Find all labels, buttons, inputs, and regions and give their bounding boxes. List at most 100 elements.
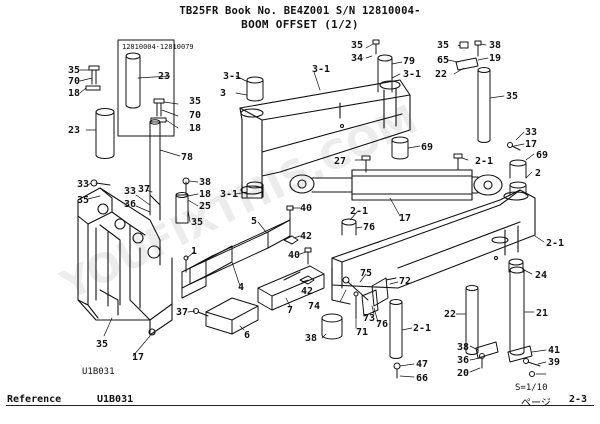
callout-2: 2-1 xyxy=(546,238,564,249)
callout-35: 33 xyxy=(525,127,537,138)
callout-73: 76 xyxy=(376,319,388,330)
callout-3-1: 3 xyxy=(220,88,226,99)
scale-note: S=1/10 xyxy=(515,383,548,393)
callout-76: 71 xyxy=(356,327,368,338)
nut-42-upper xyxy=(283,235,299,245)
callout-17: 69 xyxy=(536,150,548,161)
callout-65: 19 xyxy=(489,53,501,64)
callout-36: 20 xyxy=(457,368,469,379)
bolt-34-top xyxy=(372,39,380,55)
part-7-bar xyxy=(257,265,325,311)
part-3-1-bushing-bottom xyxy=(246,181,264,198)
callout-66: 35 xyxy=(437,40,449,51)
part-1-bracket xyxy=(77,187,173,336)
part-17-bushing-right xyxy=(509,159,527,179)
part-2-boom xyxy=(331,189,536,305)
callout-2-1: 38 xyxy=(305,333,317,344)
part-23-pin-inset xyxy=(125,52,141,109)
callout-71: 2-1 xyxy=(413,323,431,334)
callout-35: 33 xyxy=(124,186,136,197)
callout-34: 34 xyxy=(351,53,363,64)
callout-25: 35 xyxy=(191,217,203,228)
page-number: 2-3 xyxy=(569,394,588,405)
header-section-title: BOOM OFFSET (1/2) xyxy=(241,18,359,31)
callout-17: 2-1 xyxy=(350,206,368,217)
callout-36: 38 xyxy=(199,177,211,188)
callout-4: 4 xyxy=(238,282,244,293)
callout-35: 37 xyxy=(138,184,150,195)
callout-18: 18 xyxy=(189,123,201,134)
callout-40: 40 xyxy=(300,203,312,214)
bolt-38-47-lower xyxy=(393,362,401,379)
callout-27: 17 xyxy=(399,213,411,224)
part-6-bracket xyxy=(205,297,259,335)
bolt-33-right xyxy=(507,142,521,151)
bolt-37-upper xyxy=(183,255,189,273)
bolt-69-left xyxy=(361,155,371,173)
callout-75: 72 xyxy=(399,276,411,287)
callout-19: 22 xyxy=(435,69,447,80)
callout-3-1: 3-1 xyxy=(403,69,421,80)
callout-18: 18 xyxy=(68,88,80,99)
bolt-40-lower xyxy=(304,247,312,265)
callout-38: 36 xyxy=(457,355,469,366)
callout-33: 35 xyxy=(77,195,89,206)
callout-76: 75 xyxy=(360,268,372,279)
callout-40: 40 xyxy=(288,250,300,261)
callout-42: 42 xyxy=(301,286,313,297)
callout-69: 2-1 xyxy=(475,156,493,167)
callout-24: 22 xyxy=(444,309,456,320)
header-model-line: TB25FR Book No. BE4Z001 S/N 12810004- xyxy=(179,5,421,17)
plate-20-21 xyxy=(475,341,533,363)
callout-21: 38 xyxy=(457,342,469,353)
bolt-66-65 xyxy=(455,40,482,71)
callout-79: 79 xyxy=(403,56,415,67)
callout-41: 39 xyxy=(548,357,560,368)
part-27-cylinder xyxy=(289,169,503,201)
bolt-38-36-right xyxy=(479,353,485,369)
part-23-pin-left xyxy=(95,108,115,159)
part-24-pin xyxy=(465,285,479,355)
bolt-69-right xyxy=(453,153,463,171)
callout-3: 3-1 xyxy=(312,64,330,75)
inset-serial-range: 12810004-12810079 xyxy=(122,43,194,51)
part-2-1-bushing-front xyxy=(321,313,343,340)
callout-35: 35 xyxy=(68,65,80,76)
part-22-pin-top xyxy=(477,67,491,143)
callout-23: 23 xyxy=(158,71,170,82)
callout-3-1: 69 xyxy=(421,142,433,153)
callout-38: 18 xyxy=(199,189,211,200)
footer-rule xyxy=(6,405,594,406)
bolt-70-left xyxy=(85,65,101,91)
callout-74: 73 xyxy=(363,313,375,324)
callout-2-1: 76 xyxy=(363,222,375,233)
part-72-pin xyxy=(342,276,369,301)
callout-35: 17 xyxy=(132,352,144,363)
callout-72: 74 xyxy=(308,301,320,312)
callout-70: 70 xyxy=(68,76,80,87)
callout-18: 25 xyxy=(199,201,211,212)
reference-label: Reference xyxy=(7,394,62,405)
part-73-bracket xyxy=(371,277,389,307)
part-17-bushing-boom xyxy=(341,218,357,236)
callout-69: 27 xyxy=(334,156,346,167)
callout-7: 7 xyxy=(287,305,293,316)
part-76-pin xyxy=(353,291,359,319)
nut-42-lower xyxy=(299,275,315,285)
bolt-33-left xyxy=(90,179,111,187)
callout-labels: 35 70 18 23 23 35 70 18 78 33 35 33 36 3… xyxy=(68,40,564,384)
callout-23: 23 xyxy=(68,125,80,136)
inset-frame xyxy=(117,39,175,137)
callout-70: 70 xyxy=(189,110,201,121)
figure-code: U1B031 xyxy=(82,367,115,377)
callout-35: 33 xyxy=(77,179,89,190)
part-3-boom xyxy=(239,79,411,199)
callout-33: 36 xyxy=(124,199,136,210)
part-2-1-bushing-low xyxy=(508,258,524,273)
part-22-pin-bottom xyxy=(509,266,525,356)
callout-42: 42 xyxy=(300,231,312,242)
callout-35: 35 xyxy=(189,96,201,107)
callout-20: 41 xyxy=(548,345,560,356)
